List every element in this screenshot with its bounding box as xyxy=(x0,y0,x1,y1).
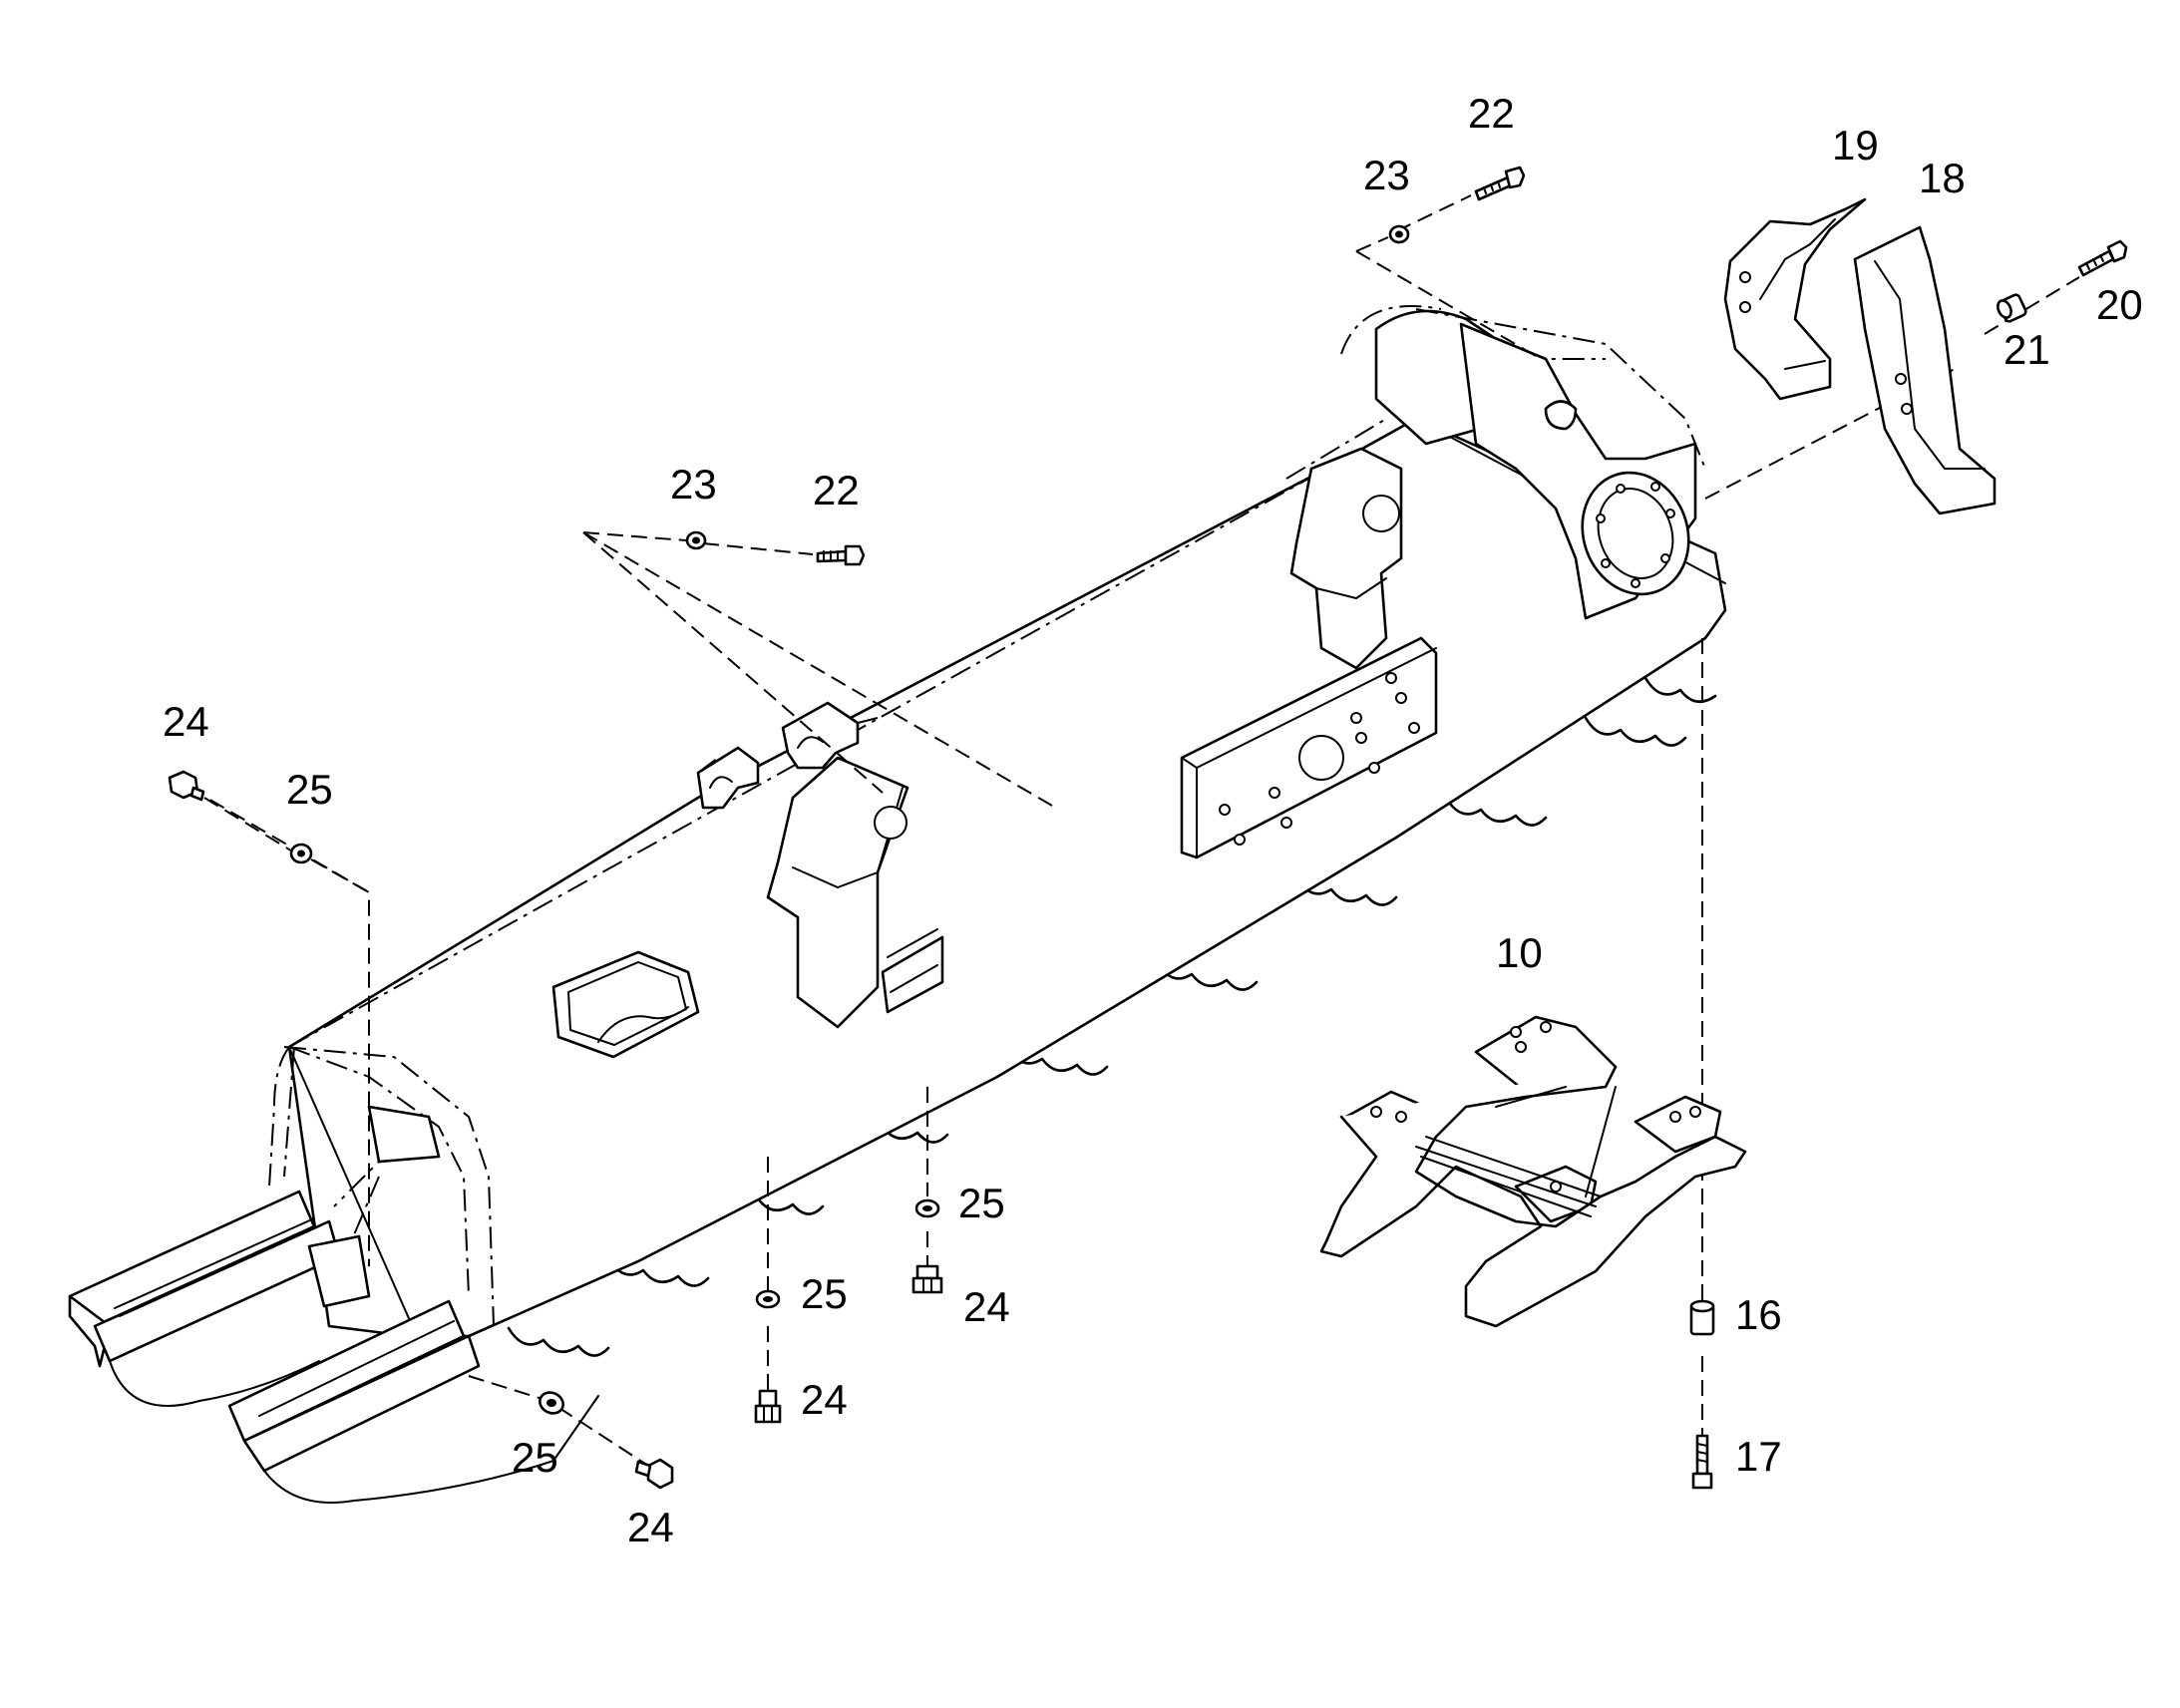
callout-24-mid1: 24 xyxy=(963,1283,1010,1330)
callout-25-topleft: 25 xyxy=(286,766,333,813)
callout-17: 17 xyxy=(1735,1433,1782,1480)
callout-21: 21 xyxy=(2003,326,2050,373)
callout-24-mid2: 24 xyxy=(801,1376,848,1423)
callout-25-bottom: 25 xyxy=(512,1434,558,1481)
track-rollers xyxy=(507,676,1717,1357)
washer-23-upper xyxy=(1355,224,1410,252)
washer-25-mid1 xyxy=(914,1198,940,1218)
callout-23-lower: 23 xyxy=(670,461,717,508)
equalizer-bar-10 xyxy=(1319,1015,1747,1328)
washer-25-topleft xyxy=(289,843,370,893)
callout-23-upper: 23 xyxy=(1363,152,1410,198)
spacer-21 xyxy=(1997,293,2027,323)
callout-16: 16 xyxy=(1735,1291,1782,1338)
bolt-24-topleft xyxy=(168,770,295,854)
saddle-brackets xyxy=(696,701,879,810)
access-cover xyxy=(551,950,700,1059)
callout-19: 19 xyxy=(1832,122,1879,169)
callout-22-upper: 22 xyxy=(1468,90,1515,137)
callout-25-mid1: 25 xyxy=(958,1180,1005,1226)
assembly-leaders xyxy=(188,250,2080,1467)
screw-22-lower xyxy=(702,542,866,566)
bolt-17 xyxy=(1691,1434,1713,1490)
callout-10: 10 xyxy=(1496,929,1543,976)
track-frame xyxy=(68,305,1727,1504)
middle-bracket xyxy=(766,756,944,1029)
front-arms xyxy=(68,1046,599,1504)
callout-22-lower: 22 xyxy=(813,467,860,513)
callout-18: 18 xyxy=(1919,155,1966,201)
washer-25-mid2 xyxy=(755,1289,781,1309)
spacer-16 xyxy=(1689,1299,1715,1336)
callout-20: 20 xyxy=(2096,281,2143,328)
callout-24-bottom: 24 xyxy=(627,1504,674,1550)
rear-tower xyxy=(1340,305,1706,620)
callout-labels: 22 23 19 18 20 21 23 22 24 25 10 25 24 2… xyxy=(163,90,2143,1550)
bolt-24-mid1 xyxy=(911,1264,943,1294)
rear-plate xyxy=(1180,447,1438,859)
callout-24-topleft: 24 xyxy=(163,698,209,745)
guard-19 xyxy=(1723,197,1867,401)
bolt-20 xyxy=(2077,239,2128,277)
washer-23-lower xyxy=(582,530,707,550)
screw-22-upper xyxy=(1395,166,1526,232)
bolt-24-bottom xyxy=(634,1458,674,1490)
callout-25-mid2: 25 xyxy=(801,1270,848,1317)
bolt-24-mid2 xyxy=(754,1389,782,1424)
washer-25-bottom xyxy=(539,1391,564,1415)
guard-18 xyxy=(1853,225,1997,515)
